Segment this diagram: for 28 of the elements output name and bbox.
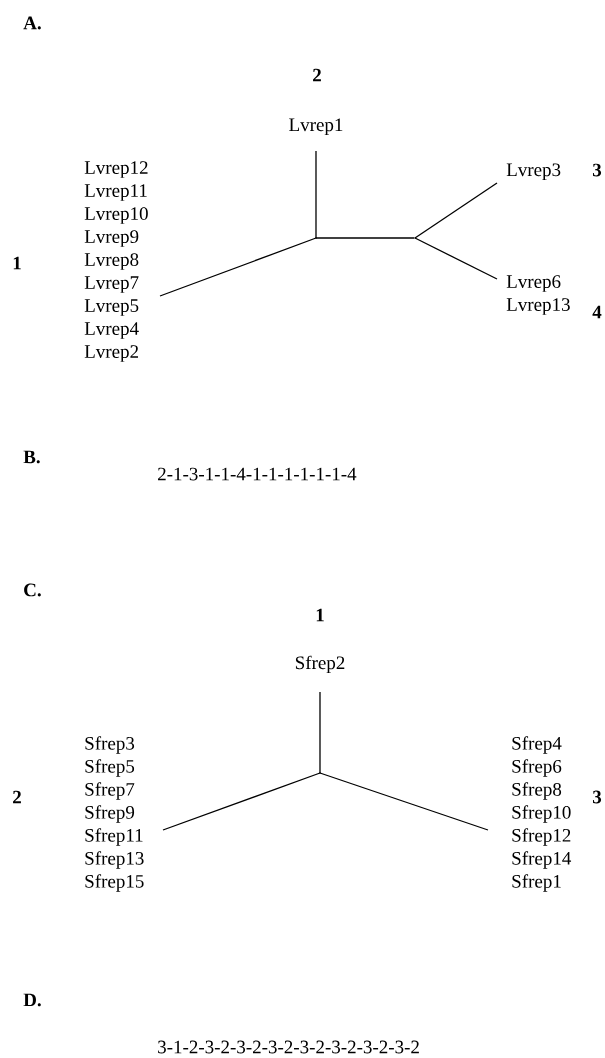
cluster-number: 2 <box>13 790 21 804</box>
leaf-label: Lvrep3 <box>506 163 561 181</box>
repeat-order-sequence: 2-1-3-1-1-4-1-1-1-1-1-1-4 <box>158 467 357 481</box>
leaf-label-list: Sfrep3 Sfrep5 Sfrep7 Sfrep9 Sfrep11 Sfrep13 Sfrep15 <box>85 736 144 892</box>
tree-branch <box>162 772 321 831</box>
tree-branch <box>159 237 317 297</box>
leaf-label-list: Sfrep4 Sfrep6 Sfrep8 Sfrep10 Sfrep12 Sfrep14 Sfrep1 <box>512 736 572 892</box>
panel-letter: B. <box>23 450 40 464</box>
leaf-label-list: Lvrep6 Lvrep13 <box>506 275 570 315</box>
repeat-order-sequence: 3-1-2-3-2-3-2-3-2-3-2-3-2-3-2-3-2 <box>158 1040 419 1054</box>
cluster-number: 1 <box>316 608 324 622</box>
tree-branch <box>414 237 498 280</box>
panel-letter: D. <box>23 993 41 1007</box>
cluster-number: 3 <box>592 163 602 177</box>
tree-branch <box>319 772 489 831</box>
panel-letter: A. <box>23 16 41 30</box>
leaf-label: Sfrep2 <box>295 655 345 674</box>
leaf-label-list: Lvrep12 Lvrep11 Lvrep10 Lvrep9 Lvrep8 Lvrep7 Lvrep5 Lvrep4 Lvrep2 <box>84 161 148 362</box>
cluster-number: 2 <box>313 68 321 82</box>
cluster-number: 4 <box>592 305 602 319</box>
tree-branch <box>319 691 321 774</box>
panel-letter: C. <box>24 583 41 597</box>
tree-branch <box>315 237 415 239</box>
tree-branch <box>315 150 317 239</box>
leaf-label: Lvrep1 <box>289 118 343 136</box>
cluster-number: 1 <box>13 256 21 270</box>
tree-branch <box>414 182 498 239</box>
cluster-number: 3 <box>592 790 602 804</box>
